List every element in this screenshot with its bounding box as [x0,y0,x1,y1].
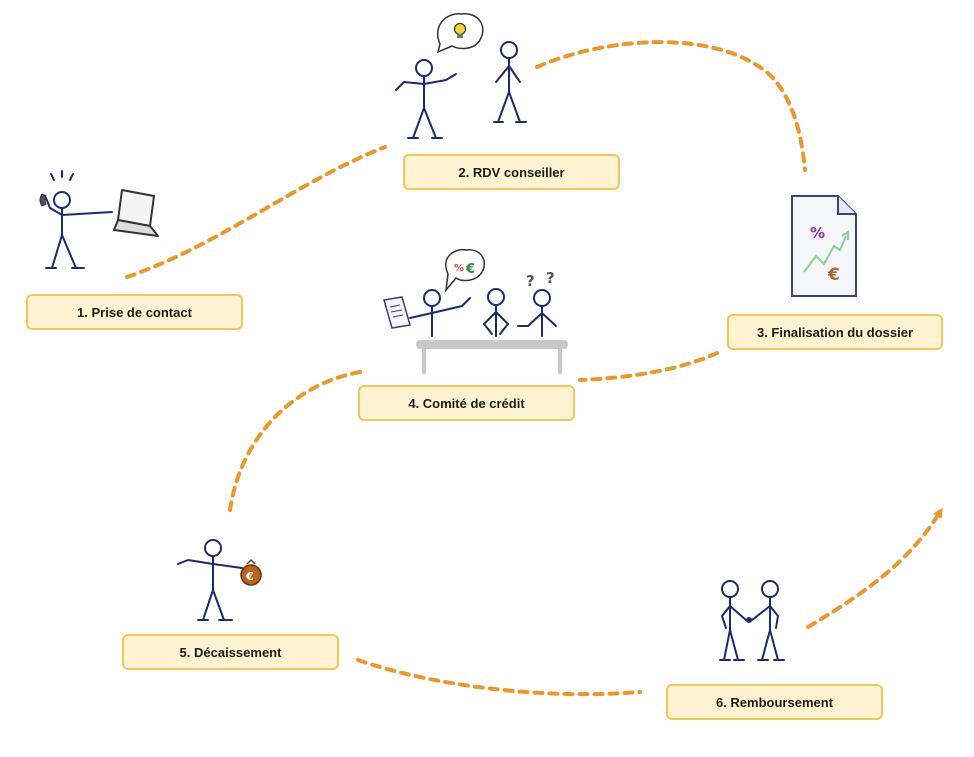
step-label: 3. Finalisation du dossier [756,324,914,340]
step-label: 1. Prise de contact [77,304,192,320]
document-icon: % € [791,195,857,297]
laptop-icon [113,189,159,237]
step-comite-de-credit: 4. Comité de crédit [358,385,575,421]
credit-committee-figures [383,288,568,374]
step-label: 5. Décaissement [179,644,282,660]
speech-bubble-money: % € [444,248,486,293]
handshake-figures [719,580,785,661]
euro-symbol: € [245,570,254,583]
path-segment-2-3 [535,40,807,172]
step-remboursement: 6. Remboursement [666,684,883,720]
euro-symbol: € [827,265,840,285]
path-segment-4-5 [228,370,362,512]
question-mark: ? [546,269,555,287]
percent-symbol: % [810,224,825,242]
step-label: 6. Remboursement [715,694,834,710]
phone-caller-figure [39,170,113,269]
path-segment-5-6 [356,658,642,697]
percent-symbol: % [454,263,464,274]
question-marks: ? ? [526,269,555,290]
phone-icon [39,193,47,207]
advisor-meeting-figures [395,41,527,139]
paper-sheet-icon [383,296,411,329]
money-bag-icon: € [240,558,262,586]
path-segment-6-end [806,507,943,629]
question-mark: ? [526,272,535,290]
speech-bubble-idea [436,13,484,54]
path-segment-3-4 [578,351,719,382]
disbursement-figure [177,539,243,621]
euro-symbol: € [465,262,475,277]
path-segment-1-2 [125,145,387,279]
step-prise-de-contact: 1. Prise de contact [26,294,243,330]
step-decaissement: 5. Décaissement [122,634,339,670]
lightbulb-icon [453,22,467,36]
step-rdv-conseiller: 2. RDV conseiller [403,154,620,190]
step-finalisation-dossier: 3. Finalisation du dossier [727,314,943,350]
handshake-icon [746,617,752,623]
step-label: 2. RDV conseiller [458,164,565,180]
step-label: 4. Comité de crédit [408,395,525,411]
